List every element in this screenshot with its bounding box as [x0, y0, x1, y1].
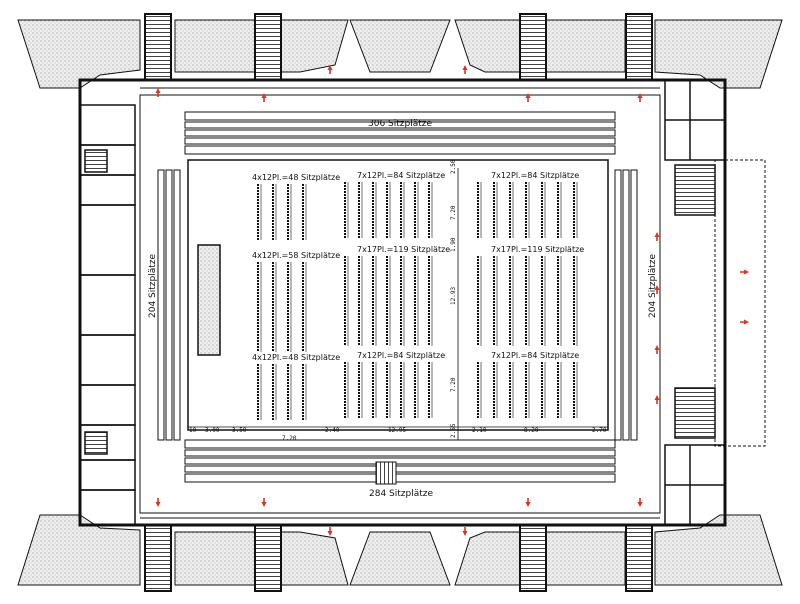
exit-arrow-icon	[327, 527, 333, 536]
north-seating-label: 306 Sitzplätze	[368, 119, 432, 129]
block-label-w3: 4x12Pl.=48 Sitzplätze	[252, 353, 340, 362]
vdim-256: 2.56	[450, 159, 457, 174]
dim-10: 10	[189, 427, 197, 434]
exit-arrow-icon	[155, 88, 161, 97]
dim-240: 2.40	[325, 427, 340, 434]
mid-stair	[375, 461, 397, 485]
north-stand	[184, 111, 616, 155]
vdim-255: 2.55	[450, 423, 457, 438]
exit-arrow-icon	[654, 285, 660, 294]
west-seating-label: 204 Sitzplätze	[148, 254, 158, 318]
forecourt-top	[17, 19, 783, 89]
dim-210: 2.10	[472, 427, 487, 434]
south-seating-label: 284 Sitzplätze	[369, 489, 433, 499]
seating-rows	[257, 182, 578, 420]
exit-arrow-icon	[525, 93, 531, 102]
exit-arrow-icon	[462, 527, 468, 536]
exit-arrow-icon	[261, 93, 267, 102]
vertical-dimensions: 2.56 7.20 1.90 12.93 7.20 2.55	[450, 159, 457, 438]
south-stand	[184, 439, 616, 483]
vdim-1293: 12.93	[450, 287, 457, 305]
block-label-e3: 7x12Pl.=84 Sitzplätze	[491, 351, 579, 360]
exit-arrow-icon	[155, 498, 161, 507]
dim-350: 3.50	[232, 427, 247, 434]
dim-720a: 7.20	[282, 435, 297, 442]
exit-arrow-icon	[654, 345, 660, 354]
dim-820: 8.20	[524, 427, 539, 434]
exit-arrow-icon	[525, 498, 531, 507]
vdim-190: 1.90	[450, 237, 457, 252]
exit-arrow-icon	[637, 498, 643, 507]
vdim-720a: 7.20	[450, 205, 457, 220]
stage-block	[197, 244, 221, 356]
exit-arrows	[155, 65, 749, 536]
exit-arrow-icon	[740, 269, 749, 275]
east-stand	[614, 169, 638, 441]
block-label-e2: 7x17Pl.=119 Sitzplätze	[491, 245, 584, 254]
exit-arrow-icon	[327, 65, 333, 74]
exit-arrow-icon	[261, 498, 267, 507]
east-seating-label: 204 Sitzplätze	[648, 254, 658, 318]
dim-300: 3.00	[205, 427, 220, 434]
block-label-e1: 7x12Pl.=84 Sitzplätze	[491, 171, 579, 180]
dim-270: 2.70	[592, 427, 607, 434]
exit-arrow-icon	[637, 93, 643, 102]
block-label-c3: 7x12Pl.=84 Sitzplätze	[357, 351, 445, 360]
west-stand	[157, 169, 181, 441]
exit-arrow-icon	[654, 395, 660, 404]
block-label-w1: 4x12Pl.=48 Sitzplätze	[252, 173, 340, 182]
exit-arrow-icon	[740, 319, 749, 325]
block-label-c2: 7x17Pl.=119 Sitzplätze	[357, 245, 450, 254]
forecourt-bottom	[17, 514, 783, 586]
dim-1295: 12.95	[388, 427, 406, 434]
block-label-c1: 7x12Pl.=84 Sitzplätze	[357, 171, 445, 180]
exit-arrow-icon	[654, 232, 660, 241]
block-label-w2: 4x12Pl.=58 Sitzplätze	[252, 251, 340, 260]
vdim-720b: 7.20	[450, 377, 457, 392]
exit-arrow-icon	[462, 65, 468, 74]
west-wing	[79, 104, 136, 526]
east-wing	[664, 79, 766, 526]
